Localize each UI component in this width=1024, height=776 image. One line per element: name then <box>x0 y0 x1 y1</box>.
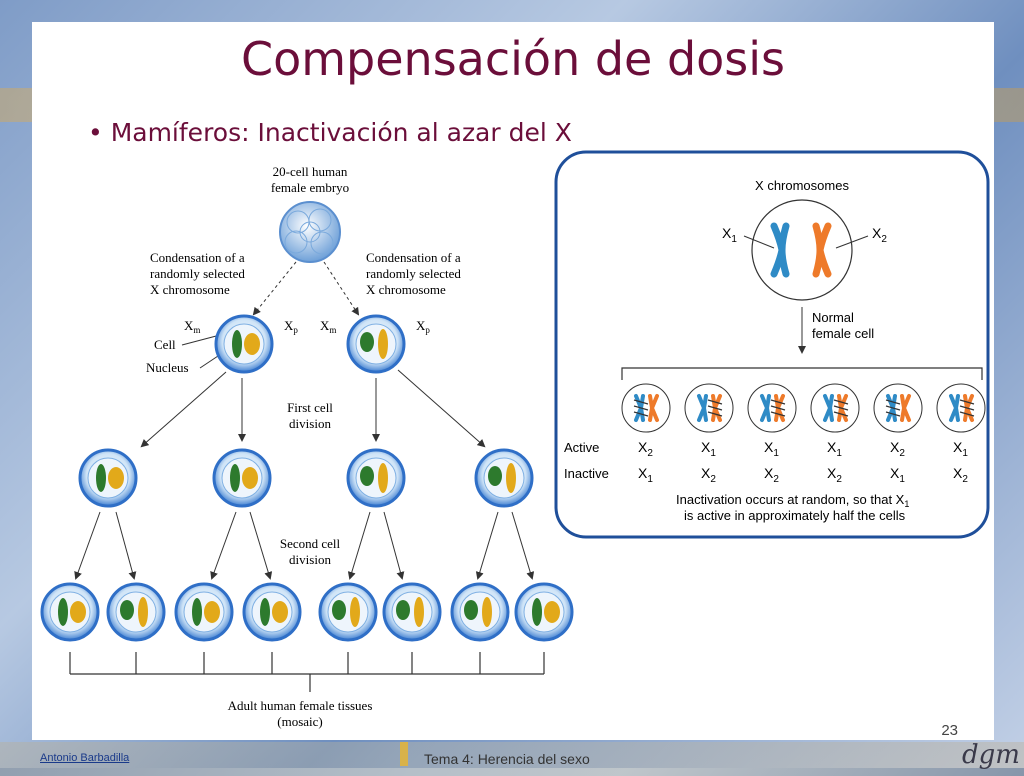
adult-tissues-1: Adult human female tissues <box>228 698 373 713</box>
x2-label: X2 <box>872 225 887 245</box>
first-division-2: division <box>289 416 331 431</box>
svg-text:Xp: Xp <box>416 318 430 335</box>
svg-text:X1: X1 <box>722 225 737 245</box>
slide: Compensación de dosis • Mamíferos: Inact… <box>32 22 994 740</box>
embryo <box>279 201 341 263</box>
embryo-label-2: female embryo <box>271 180 349 195</box>
condensation-right-2: randomly selected <box>366 266 461 281</box>
daughter-cell-5 <box>873 383 923 433</box>
footer-accent-bar <box>400 742 408 766</box>
x-inactivation-panel <box>554 150 990 539</box>
daughter-cell-3 <box>747 383 797 433</box>
adult-tissues-2: (mosaic) <box>277 714 322 729</box>
svg-text:Xm: Xm <box>320 318 336 335</box>
footer-topic: Tema 4: Herencia del sexo <box>424 751 590 767</box>
daughter-cell-1 <box>621 383 671 433</box>
x1-label: X1 <box>722 225 737 245</box>
second-division-1: Second cell <box>280 536 341 551</box>
active-row-label: Active <box>564 440 599 455</box>
xp-label-right: Xp <box>416 318 430 335</box>
right-diagram: X chromosomes X1 X2 Normal female cell <box>554 150 990 539</box>
nucleus-label: Nucleus <box>146 360 189 375</box>
daughter-cell-4 <box>810 383 860 433</box>
normal-cell-circle <box>751 199 853 301</box>
embryo-label-1: 20-cell human <box>273 164 348 179</box>
normal-cell-label-1: Normal <box>812 310 854 325</box>
left-diagram: 20-cell human female embryo Condensation… <box>40 164 574 729</box>
svg-text:X2: X2 <box>872 225 887 245</box>
first-division-1: First cell <box>287 400 333 415</box>
condensation-right-3: X chromosome <box>366 282 446 297</box>
footer-author-link[interactable]: Antonio Barbadilla <box>40 752 130 764</box>
slide-bullet: • Mamíferos: Inactivación al azar del X <box>88 118 572 147</box>
daughter-cell-6 <box>936 383 986 433</box>
daughter-cells-bracket <box>621 367 983 380</box>
inactivation-caption-2: is active in approximately half the cell… <box>684 508 906 523</box>
condensation-left-1: Condensation of a <box>150 250 245 265</box>
condensation-right-1: Condensation of a <box>366 250 461 265</box>
daughter-cell-2 <box>684 383 734 433</box>
condensation-left-2: randomly selected <box>150 266 245 281</box>
slide-title: Compensación de dosis <box>240 32 786 86</box>
x-chromosomes-header: X chromosomes <box>755 178 849 193</box>
tissue-bracket <box>69 652 545 692</box>
svg-text:Xp: Xp <box>284 318 298 335</box>
xp-label-left: Xp <box>284 318 298 335</box>
inactive-row-label: Inactive <box>564 466 609 481</box>
svg-text:Inactivation occurs at random,: Inactivation occurs at random, so that X… <box>676 492 909 509</box>
dgm-logo: dgm <box>962 740 1020 770</box>
cell-label: Cell <box>154 337 176 352</box>
page-number: 23 <box>941 722 958 739</box>
inactivation-caption-1: Inactivation occurs at random, so that X… <box>676 492 909 509</box>
xm-label-left: Xm <box>184 318 200 335</box>
normal-cell-label-2: female cell <box>812 326 874 341</box>
xm-label-right: Xm <box>320 318 336 335</box>
condensation-left-3: X chromosome <box>150 282 230 297</box>
second-division-2: division <box>289 552 331 567</box>
svg-text:Xm: Xm <box>184 318 200 335</box>
